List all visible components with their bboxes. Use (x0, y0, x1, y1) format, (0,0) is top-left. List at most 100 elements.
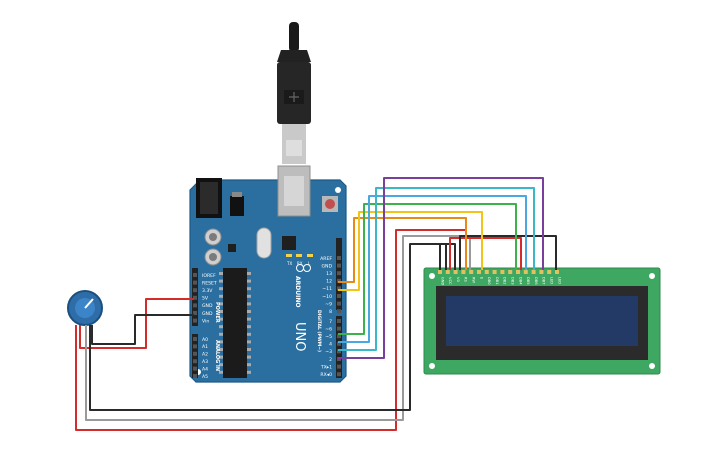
potentiometer-icon[interactable] (67, 290, 103, 326)
digital-pin-label: ~10 (322, 294, 332, 300)
lcd-pin[interactable] (453, 270, 458, 274)
wire-d2-db7 (338, 177, 544, 359)
wire-d11-en (338, 211, 483, 291)
lcd-pin[interactable] (484, 270, 489, 274)
digital-pin-hole[interactable] (337, 309, 341, 314)
digital-pin-hole[interactable] (337, 364, 341, 369)
analog-pin-hole[interactable] (193, 351, 197, 356)
lcd-pin[interactable] (492, 270, 497, 274)
power-pin-hole[interactable] (193, 318, 197, 323)
lcd-pin[interactable] (438, 270, 442, 274)
power-pin-label: 5V (202, 296, 209, 302)
arduino-board[interactable]: TX RX L ARDUINO UNO IOREFRESET3.3V5VGNDG… (189, 165, 347, 383)
digital-pin-hole[interactable] (337, 294, 341, 298)
lcd-pin-label: DB0 (487, 277, 491, 285)
wire-lcd-red-top (449, 237, 522, 270)
arduino-logo-icon (296, 264, 311, 272)
digital-pin-hole[interactable] (337, 341, 341, 346)
analog-pin-hole[interactable] (193, 366, 197, 371)
wire-d12-rs (338, 217, 467, 283)
lcd-pin-label: RS (464, 277, 468, 282)
power-pin-label: IOREF (202, 273, 216, 279)
digital-pin-label: 4 (329, 342, 332, 348)
lcd-pin[interactable] (516, 270, 520, 274)
power-pin-label: RESET (202, 280, 217, 286)
wire-pot-lcd-black (89, 243, 447, 411)
lcd-pin[interactable] (500, 270, 505, 274)
digital-pin-hole[interactable] (337, 372, 341, 377)
digital-header-title: DIGITAL (PWM~) (316, 310, 322, 352)
digital-pin-hole[interactable] (337, 278, 341, 283)
lcd-screen (446, 296, 638, 346)
power-pin-hole[interactable] (193, 273, 197, 277)
lcd-pin[interactable] (555, 270, 559, 274)
lcd-pin-label: E (479, 277, 483, 280)
power-pin-label: GND (202, 311, 213, 317)
analog-pin-hole[interactable] (193, 359, 197, 364)
lcd-pin[interactable] (461, 270, 466, 274)
digital-pin-hole[interactable] (337, 301, 341, 306)
led-l-label: L (308, 261, 311, 266)
power-header-title: POWER (214, 302, 220, 323)
lcd-pin-label: DB1 (495, 277, 499, 285)
digital-pin-hole[interactable] (337, 271, 341, 276)
model-label: UNO (292, 322, 307, 351)
lcd-pin-label: GND (440, 277, 444, 285)
power-pin-hole[interactable] (193, 288, 197, 293)
lcd-pin[interactable] (445, 270, 450, 274)
lcd-pin-label: V0 (456, 277, 460, 282)
lcd-pin[interactable] (547, 270, 552, 274)
wire-pot-lcd-gray (85, 235, 471, 421)
analog-pin-label: A1 (202, 344, 208, 350)
digital-pin-hole[interactable] (337, 326, 341, 331)
digital-pin-label: RX◂0 (320, 372, 332, 378)
analog-pin-hole[interactable] (193, 374, 197, 378)
digital-pin-hole[interactable] (337, 256, 341, 260)
usb-cable-icon[interactable] (277, 22, 311, 164)
atmega-chip (223, 268, 247, 378)
digital-pin-hole[interactable] (337, 286, 341, 291)
power-pin-label: 3.3V (202, 288, 213, 294)
digital-pin-label: AREF (320, 256, 332, 262)
led-tx-label: TX (286, 261, 292, 266)
digital-pin-label: 2 (329, 357, 332, 363)
analog-pin-label: A2 (202, 352, 208, 358)
digital-pin-hole[interactable] (337, 263, 341, 268)
lcd-pin[interactable] (477, 270, 481, 274)
lcd-pin-label: DB7 (542, 277, 546, 285)
power-pin-hole[interactable] (193, 280, 197, 285)
analog-pin-hole[interactable] (193, 344, 197, 349)
power-pin-hole[interactable] (193, 295, 197, 300)
power-pin-label: GND (202, 303, 213, 309)
digital-pin-label: 13 (326, 271, 332, 277)
lcd-pin[interactable] (469, 270, 474, 274)
lcd-pin-label: DB3 (511, 277, 515, 285)
digital-pin-label: ~11 (322, 286, 332, 292)
analog-pin-hole[interactable] (193, 337, 197, 341)
lcd-pin[interactable] (523, 270, 528, 274)
brand-label: ARDUINO (294, 276, 301, 307)
wire-d3-db6 (338, 187, 535, 351)
wire-pot-5v (79, 298, 194, 349)
led-rx-label: RX (297, 261, 303, 266)
lcd-pin[interactable] (508, 270, 513, 274)
lcd-pin-label: DB2 (503, 277, 507, 285)
digital-pin-label: ~9 (325, 301, 332, 307)
power-pin-hole[interactable] (193, 311, 197, 315)
lcd-pin[interactable] (531, 270, 536, 274)
lcd-pin[interactable] (539, 270, 544, 274)
digital-pin-hole[interactable] (337, 334, 341, 339)
digital-pin-hole[interactable] (337, 319, 341, 323)
analog-pin-label: A4 (202, 366, 208, 372)
wire-lcd-black-right (459, 235, 557, 270)
power-pin-hole[interactable] (193, 303, 197, 308)
digital-pin-label: GND (321, 263, 332, 269)
digital-pin-hole[interactable] (337, 349, 341, 354)
wire-pot-gnd (91, 314, 194, 345)
wires (75, 177, 557, 431)
digital-pin-label: ~3 (325, 349, 332, 355)
wire-d4-db5 (338, 195, 527, 343)
